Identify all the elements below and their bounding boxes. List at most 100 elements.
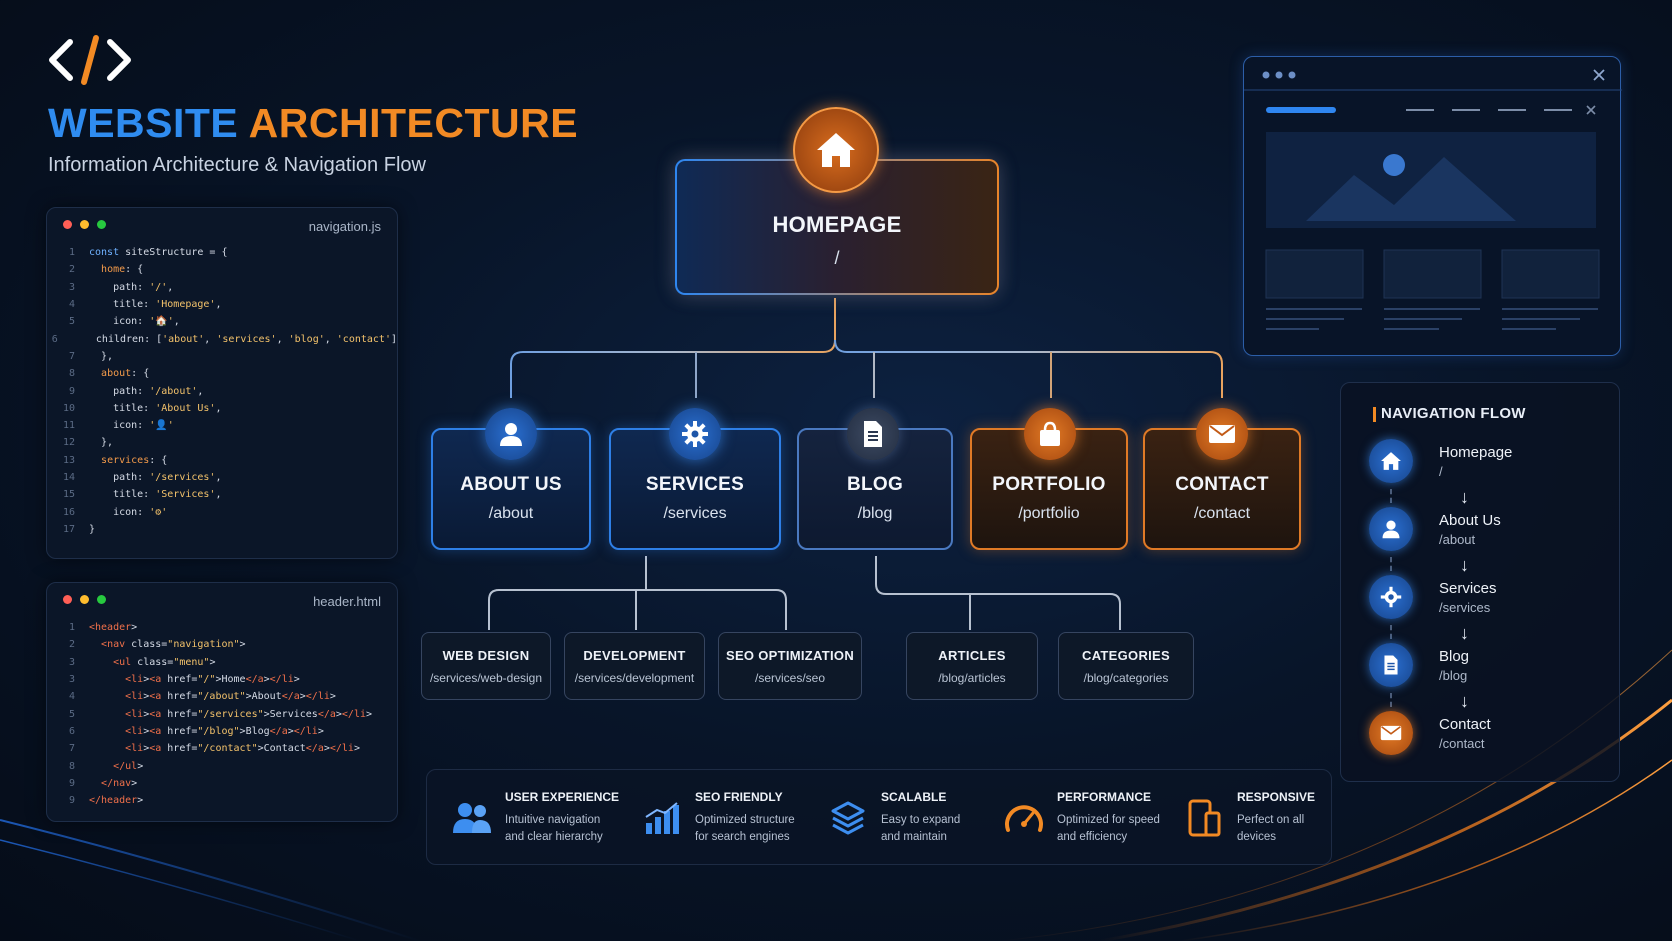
homepage-node-path: / (834, 247, 840, 268)
code-line: 10 title: 'About Us', (47, 400, 397, 417)
maximize-dot-icon[interactable] (97, 595, 106, 604)
code-text: home: { (101, 264, 144, 276)
subpage-name: ARTICLES (938, 647, 1006, 663)
line-number: 9 (68, 385, 75, 397)
line-number: 12 (62, 437, 75, 449)
page-subtitle: Information Architecture & Navigation Fl… (48, 154, 426, 176)
homepage-node-name: HOMEPAGE (772, 211, 902, 237)
close-dot-icon[interactable] (63, 595, 72, 604)
feature-desc: Intuitive navigation and clear hierarchy (505, 814, 603, 843)
code-line: 9 path: '/about', (47, 382, 397, 399)
line-number: 4 (68, 691, 75, 703)
navigation-flow-panel: NAVIGATION FLOW Homepage / ↓ About Us /a… (1340, 382, 1620, 782)
code-line: 4 title: 'Homepage', (47, 296, 397, 313)
code-text: <nav class="navigation"> (101, 639, 246, 651)
user-icon (1369, 507, 1413, 551)
code-text: </header> (89, 795, 144, 807)
minimize-dot-icon[interactable] (80, 220, 89, 229)
gear-icon (669, 408, 721, 460)
code-line: 1<header> (47, 619, 397, 636)
mail-icon (1369, 711, 1413, 755)
feature-user-experience: USER EXPERIENCE Intuitive navigation and … (449, 770, 619, 866)
layers-icon (825, 795, 871, 841)
nav-step-name: About Us (1439, 512, 1501, 529)
user-icon (485, 408, 537, 460)
code-text: } (89, 523, 96, 535)
line-number: 1 (68, 622, 75, 634)
speedometer-icon (1001, 795, 1047, 841)
code-line: 14 path: '/services', (47, 469, 397, 486)
code-panel-header: header.html 1<header>2 <nav class="navig… (46, 582, 398, 822)
subpage-name: DEVELOPMENT (583, 647, 686, 663)
devices-icon (1181, 795, 1227, 841)
line-number: 8 (68, 368, 75, 380)
minimize-dot-icon[interactable] (80, 595, 89, 604)
line-number: 14 (62, 472, 75, 483)
code-line: 15 title: 'Services', (47, 486, 397, 503)
section-path: /blog (857, 504, 893, 522)
feature-desc: Optimized for speed and efficiency (1057, 814, 1160, 843)
home-icon (793, 107, 879, 193)
close-dot-icon[interactable] (63, 220, 72, 229)
subpage-seo-optimization[interactable]: SEO OPTIMIZATION /services/seo (718, 632, 862, 700)
feature-title: USER EXPERIENCE (505, 790, 620, 804)
nav-step-path: /about (1439, 532, 1476, 547)
section-path: /portfolio (1018, 504, 1080, 522)
code-line: 9 </nav> (47, 775, 397, 792)
code-line: 3 <ul class="menu"> (47, 654, 397, 671)
line-number: 17 (62, 523, 75, 535)
subpage-name: SEO OPTIMIZATION (725, 647, 855, 663)
subpage-categories[interactable]: CATEGORIES /blog/categories (1058, 632, 1194, 700)
code-text: <li><a href="/">Home</a></li> (125, 674, 300, 686)
homepage-node[interactable]: HOMEPAGE / (675, 159, 999, 295)
section-name: BLOG (846, 473, 904, 495)
section-node-contact[interactable]: CONTACT /contact (1143, 428, 1301, 550)
nav-step-about[interactable]: About Us /about (1369, 507, 1609, 557)
code-line: 7 <li><a href="/contact">Contact</a></li… (47, 740, 397, 757)
features-bar: USER EXPERIENCE Intuitive navigation and … (426, 769, 1332, 865)
line-number: 13 (62, 454, 75, 466)
subpage-path: /services/seo (754, 670, 826, 685)
line-number: 8 (68, 760, 75, 772)
nav-step-services[interactable]: Services /services (1369, 575, 1609, 625)
subpage-path: /blog/categories (1083, 670, 1169, 685)
code-line: 9</header> (47, 792, 397, 809)
mail-icon (1196, 408, 1248, 460)
code-text: icon: '👤' (89, 420, 174, 432)
subpage-web-design[interactable]: WEB DESIGN /services/web-design (421, 632, 551, 700)
code-text: path: '/', (89, 281, 174, 293)
subpage-development[interactable]: DEVELOPMENT /services/development (564, 632, 705, 700)
maximize-dot-icon[interactable] (97, 220, 106, 229)
section-name: ABOUT US (460, 473, 562, 495)
nav-connector (1390, 489, 1392, 503)
line-number: 3 (68, 281, 75, 293)
nav-connector (1390, 693, 1392, 707)
gear-icon (1369, 575, 1413, 619)
code-text: const siteStructure = { (89, 247, 228, 259)
code-panel-titlebar: navigation.js (47, 208, 397, 244)
nav-step-blog[interactable]: Blog /blog (1369, 643, 1609, 693)
code-logo-icon (48, 34, 132, 91)
code-text: <li><a href="/contact">Contact</a></li> (125, 743, 360, 755)
code-text: icon: '⚙' (89, 506, 168, 518)
line-number: 16 (62, 506, 75, 518)
code-line: 2 home: { (47, 261, 397, 278)
nav-step-name: Contact (1439, 716, 1491, 733)
line-number: 6 (51, 333, 58, 345)
nav-step-homepage[interactable]: Homepage / (1369, 439, 1609, 489)
nav-step-contact[interactable]: Contact /contact (1369, 711, 1609, 761)
title-part-2: ARCHITECTURE (248, 100, 579, 146)
code-line: 7 }, (47, 348, 397, 365)
nav-step-path: /blog (1439, 668, 1468, 683)
down-arrow-icon: ↓ (1460, 555, 1469, 575)
code-line: 16 icon: '⚙' (47, 503, 397, 520)
code-line: 17} (47, 521, 397, 538)
subpage-articles[interactable]: ARTICLES /blog/articles (906, 632, 1038, 700)
navigation-flow-title: NAVIGATION FLOW (1381, 405, 1526, 422)
nav-step-name: Blog (1439, 648, 1470, 665)
